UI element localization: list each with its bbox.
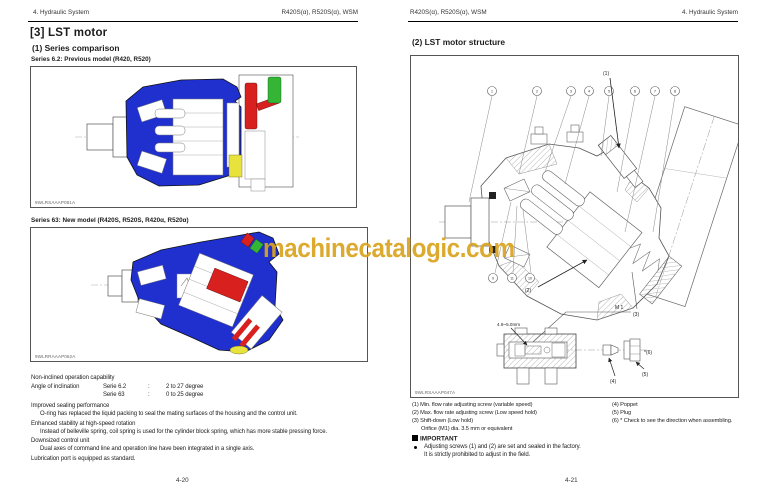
m1-label: M 1 <box>615 305 624 311</box>
note2-title: Improved sealing performance <box>31 403 110 409</box>
legend-item-4: (4) Poppet <box>612 402 638 408</box>
part-callout: 8 <box>674 90 676 94</box>
figure2-code: 9WLRRAAAP062A <box>35 354 76 359</box>
part-callout: 6 <box>634 90 636 94</box>
right-page-number: 4-21 <box>565 477 578 484</box>
part-callout: 1 <box>491 90 493 94</box>
structure-figure-code: 9WLRSAAAP047A <box>415 390 456 395</box>
right-section-title: (2) LST motor structure <box>412 37 506 47</box>
callout-1-label: (1) <box>603 71 609 77</box>
part-callout: 3 <box>570 90 572 94</box>
left-page-number: 4-20 <box>176 477 189 484</box>
note2-body: O-ring has replaced the liquid packing t… <box>40 411 298 417</box>
figure2-label: Series 63: New model (R420S, R520S, R420… <box>31 217 189 224</box>
note3-body: Instead of belleville spring, coil sprin… <box>40 429 328 435</box>
note1-title: Non-inclined operation capability <box>31 375 115 381</box>
important-title: IMPORTANT <box>420 435 458 443</box>
left-page-title: [3] LST motor <box>30 27 108 39</box>
structure-figure-frame: 1 2 3 4 5 6 7 8 (1) 9 11 <box>410 55 739 398</box>
previous-model-diagram <box>75 74 299 192</box>
angle-row1-name: Serie 6.2 <box>103 384 127 390</box>
angle-row2-name: Serie 63 <box>103 392 125 398</box>
right-header-model: R420S(α), R520S(α), WSM <box>410 9 487 16</box>
dimension-label: 4.9~5.0mm <box>497 322 520 327</box>
legend-item-3: (3) Shift-down (Low hold) <box>412 418 474 424</box>
angle-row1-colon: : <box>148 384 150 390</box>
left-header-chapter: 4. Hydraulic System <box>33 9 89 16</box>
important-square-icon <box>412 435 418 441</box>
important-line1: Adjusting screws (1) and (2) are set and… <box>424 444 581 450</box>
left-header-model: R420S(α), R520S(α), WSM <box>281 9 358 16</box>
figure2-frame: 9WLRRAAAP062A <box>30 227 368 362</box>
part-callout: 7 <box>654 90 656 94</box>
callout-6-label: *(6) <box>644 350 652 356</box>
angle-row2-colon: : <box>148 392 150 398</box>
part-callout: 11 <box>510 277 514 281</box>
output-shaft <box>444 205 472 239</box>
part-callout: 4 <box>588 90 590 94</box>
note5-title: Lubrication port is equipped as standard… <box>31 456 136 462</box>
callout-5-label: (5) <box>642 372 648 378</box>
right-header-rule <box>408 21 738 23</box>
note4-body: Dual axes of command line and operation … <box>40 446 255 452</box>
angle-row2-value: 0 to 25 degree <box>166 392 204 398</box>
legend-item-6: (6) * Check to see the direction when as… <box>612 418 733 424</box>
callout-4-label: (4) <box>610 379 616 385</box>
part-callout: 2 <box>536 90 538 94</box>
left-header-rule <box>28 21 358 23</box>
lst-motor-structure-diagram: 1 2 3 4 5 6 7 8 (1) 9 11 <box>439 71 738 385</box>
figure1-code: 9WLRSAAAP081A <box>35 200 76 205</box>
new-model-diagram <box>91 231 284 355</box>
legend-item-1: (1) Min. flow rate adjusting screw (vari… <box>412 402 533 408</box>
bottom-part-callouts: 9 11 10 <box>488 273 535 283</box>
figure1-frame: 9WLRSAAAP081A <box>30 66 357 208</box>
legend-item-3b: Orifice (M1) dia. 3.5 mm or equivalent <box>421 426 513 432</box>
shift-down-orifice-assembly <box>496 327 649 385</box>
part-callout: 9 <box>492 277 494 281</box>
right-header-chapter: 4. Hydraulic System <box>682 9 738 16</box>
angle-row1-value: 2 to 27 degree <box>166 384 204 390</box>
important-header: IMPORTANT <box>412 435 458 443</box>
legend-item-2: (2) Max. flow rate adjusting screw (Low … <box>412 410 537 416</box>
angle-label: Angle of inclination <box>31 384 80 390</box>
important-line2: It is strictly prohibited to adjust in t… <box>424 452 531 458</box>
note3-title: Enhanced stability at high-speed rotatio… <box>31 421 136 427</box>
cylinder-block <box>520 170 683 305</box>
callout-2-label: (2) <box>525 288 531 294</box>
note4-title: Downsized control unit <box>31 438 90 444</box>
part-callout: 5 <box>608 90 610 94</box>
figure1-label: Series 6.2: Previous model (R420, R520) <box>31 56 151 63</box>
left-section-title: (1) Series comparison <box>32 43 120 53</box>
top-part-callouts: 1 2 3 4 5 6 7 8 <box>487 86 680 96</box>
bullet-icon <box>414 446 418 450</box>
min-flow-adjusting-screw <box>597 134 644 188</box>
callout-3-label: (3) <box>633 312 639 318</box>
legend-item-5: (5) Plug <box>612 410 632 416</box>
part-callout: 10 <box>528 277 532 281</box>
